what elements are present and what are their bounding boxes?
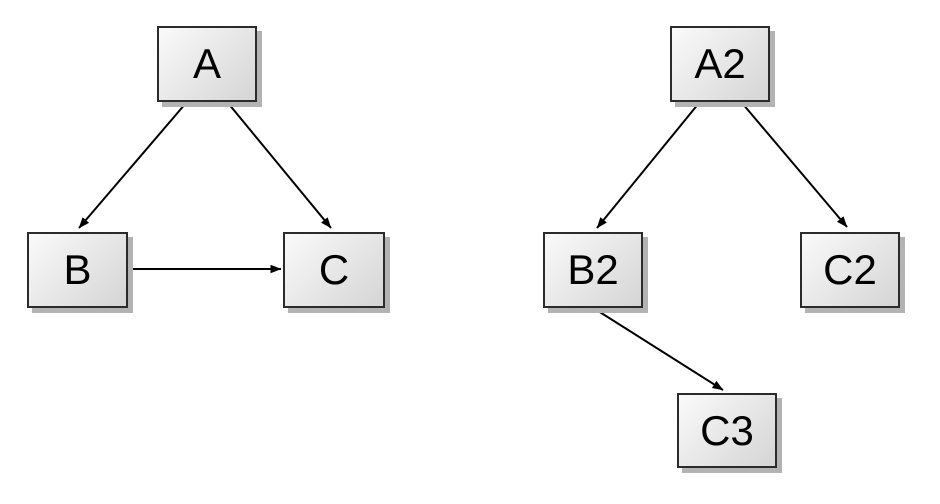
node-B: B — [27, 232, 128, 308]
node-A2: A2 — [670, 26, 770, 102]
edge-A-C — [227, 102, 332, 229]
node-C2: C2 — [800, 232, 900, 308]
edge-A-B — [78, 102, 187, 229]
node-C: C — [283, 232, 385, 308]
edge-A2-C2 — [741, 102, 848, 228]
edge-B2-C3 — [594, 308, 724, 391]
node-A: A — [157, 26, 257, 102]
node-C3: C3 — [677, 393, 777, 468]
node-B2: B2 — [543, 232, 643, 308]
edge-A2-B2 — [596, 102, 700, 229]
